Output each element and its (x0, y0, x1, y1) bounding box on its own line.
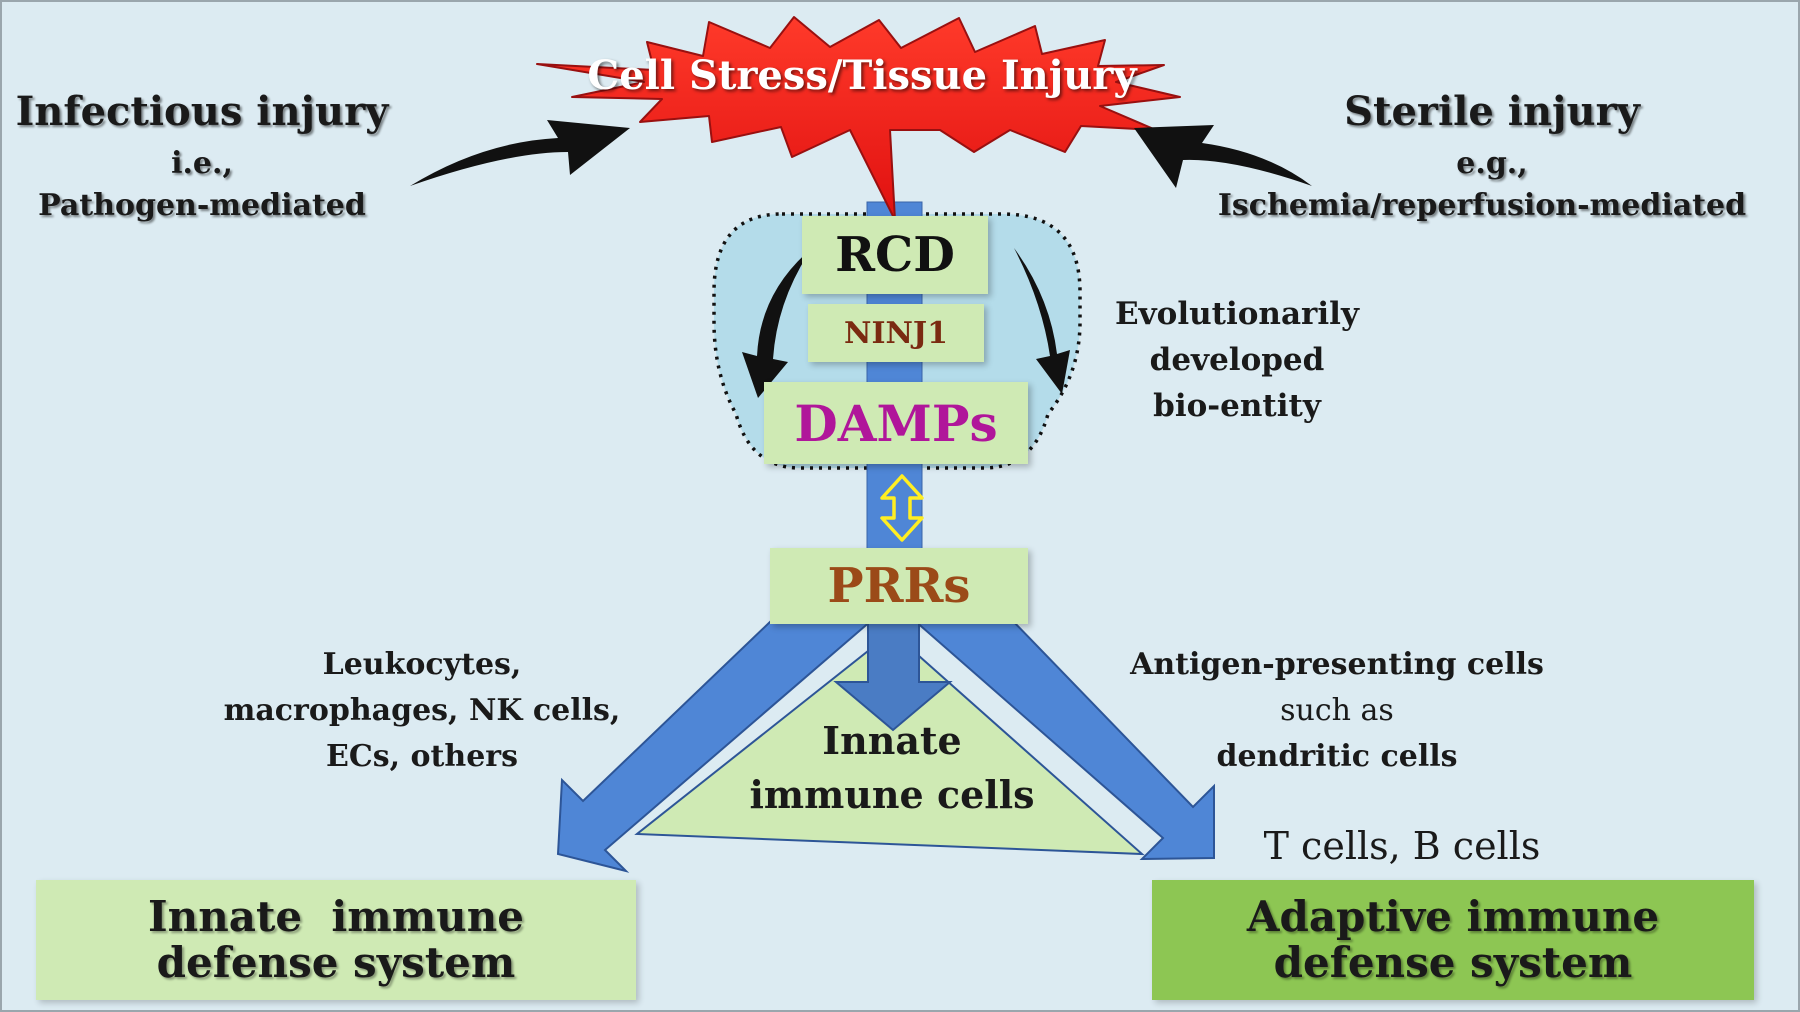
sterile-injury-eg: e.g., (1456, 146, 1528, 181)
damps-box: DAMPs (764, 382, 1028, 464)
down-arrow-icon (833, 621, 953, 732)
infectious-injury-ie: i.e., (171, 146, 233, 181)
sterile-injury-ischemia: Ischemia/reperfusion-mediated (1217, 188, 1747, 223)
prrs-box: PRRs (770, 548, 1028, 624)
right-branch-arrow (911, 619, 1215, 861)
innate-immune-triangle (634, 630, 1145, 856)
sterile-curved-arrow-icon (1134, 125, 1312, 188)
ninj1-label: NINJ1 (844, 315, 948, 351)
ninj1-box: NINJ1 (808, 304, 984, 362)
innate-defense-box: Innate immune defense system (36, 880, 636, 1000)
infectious-injury-title: Infectious injury (15, 88, 389, 135)
leukocytes-line-1: Leukocytes, (322, 647, 522, 682)
adaptive-defense-box: Adaptive immune defense system (1152, 880, 1754, 1000)
triangle-label-line-1: Innate (822, 718, 962, 763)
triangle-label-line-2: immune cells (749, 772, 1035, 817)
double-headed-arrow-icon (880, 474, 924, 542)
apc-line-3: dendritic cells (1216, 739, 1458, 774)
evolution-line-1: Evolutionarily (1115, 296, 1359, 332)
t-b-cells-label: T cells, B cells (1263, 824, 1541, 868)
rcd-box: RCD (802, 216, 988, 294)
infectious-curved-arrow-icon (410, 120, 630, 186)
adaptive-defense-line-1: Adaptive immune (1246, 891, 1660, 941)
evolution-line-2: developed (1149, 342, 1325, 378)
apc-line-2: such as (1280, 693, 1394, 728)
left-branch-arrow (556, 619, 875, 873)
adaptive-defense-line-2: defense system (1273, 938, 1633, 987)
cell-stress-label: Cell Stress/Tissue Injury (587, 52, 1137, 99)
right-inner-curved-arrow-icon (1014, 248, 1070, 394)
innate-defense-line-1: Innate immune (148, 891, 524, 941)
left-inner-curved-arrow-icon (742, 248, 812, 398)
innate-defense-line-2: defense system (156, 938, 516, 987)
leukocytes-line-2: macrophages, NK cells, (223, 693, 621, 728)
prrs-label: PRRs (827, 557, 971, 614)
evolution-line-3: bio-entity (1153, 388, 1321, 424)
damps-label: DAMPs (794, 393, 998, 453)
infectious-injury-pathogen: Pathogen-mediated (38, 188, 366, 223)
apc-line-1: Antigen-presenting cells (1130, 647, 1544, 682)
leukocytes-line-3: ECs, others (326, 739, 518, 774)
explosion-burst-icon (536, 16, 1181, 221)
sterile-injury-title: Sterile injury (1344, 88, 1640, 135)
rcd-label: RCD (835, 226, 955, 283)
